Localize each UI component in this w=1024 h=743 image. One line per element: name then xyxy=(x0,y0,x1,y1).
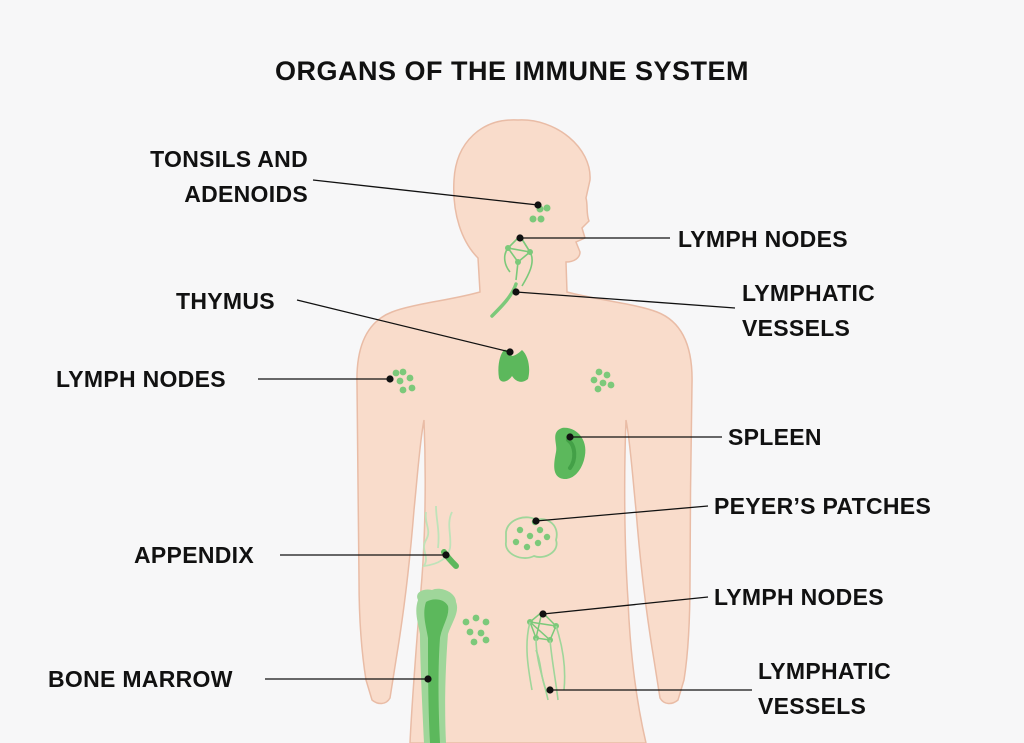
neck-lymphatic-vessel-icon xyxy=(490,282,518,318)
label-tonsils-line2: ADENOIDS xyxy=(184,181,308,207)
label-bone-marrow: BONE MARROW xyxy=(48,666,233,692)
leader-lines xyxy=(258,179,752,691)
label-lymphatic-vessels-leg-line2: VESSELS xyxy=(758,693,867,719)
label-lymphatic-vessels-neck-line1: LYMPHATIC xyxy=(742,280,876,306)
label-thymus: THYMUS xyxy=(176,288,275,314)
thymus-icon xyxy=(498,349,530,382)
label-tonsils-line1: TONSILS AND xyxy=(150,146,308,172)
label-lymphatic-vessels-leg: LYMPHATIC VESSELS xyxy=(758,654,891,724)
groin-lymph-nodes-center-icon xyxy=(462,614,490,646)
label-lymphatic-vessels-leg-line1: LYMPHATIC xyxy=(758,658,892,684)
label-peyers-patches: PEYER’S PATCHES xyxy=(714,493,932,519)
label-lymph-nodes-arm: LYMPH NODES xyxy=(56,366,226,392)
spleen-icon xyxy=(554,427,586,480)
armpit-lymph-nodes-right-icon xyxy=(590,368,615,393)
armpit-lymph-nodes-left-icon xyxy=(392,368,416,394)
label-lymphatic-vessels-neck-line2: VESSELS xyxy=(742,315,851,341)
label-lymph-nodes-groin: LYMPH NODES xyxy=(714,584,884,610)
label-spleen: SPLEEN xyxy=(728,424,822,450)
body-silhouette xyxy=(356,119,693,743)
diagram-title: ORGANS OF THE IMMUNE SYSTEM xyxy=(274,56,750,86)
label-tonsils-and-adenoids: TONSILS AND ADENOIDS xyxy=(60,142,308,212)
label-lymph-nodes-neck: LYMPH NODES xyxy=(678,226,848,252)
leg-lymphatic-vessels-icon xyxy=(526,621,566,701)
label-lymphatic-vessels-neck: LYMPHATIC VESSELS xyxy=(742,276,875,346)
label-appendix: APPENDIX xyxy=(134,542,254,568)
leader-dots xyxy=(386,201,574,694)
bone-marrow-icon xyxy=(416,588,458,743)
